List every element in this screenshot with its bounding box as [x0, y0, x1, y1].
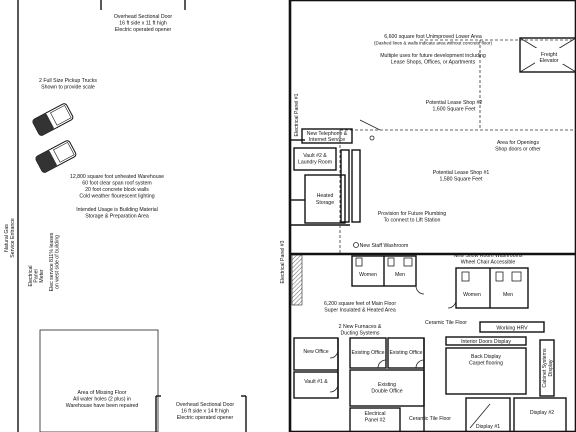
pickup-truck-1-icon: [32, 103, 74, 136]
trucks-line1: 2 Full Size Pickup Trucks: [39, 78, 97, 84]
cabinet-display-label: Display: [548, 359, 554, 376]
freight-line2: Elevator: [539, 58, 558, 64]
elec-meter-line1: Electrical: [28, 265, 34, 286]
service-line2: on west side of building: [55, 235, 61, 289]
staff-men: Men: [395, 272, 405, 278]
existing-double-line1: Existing: [378, 382, 396, 388]
freight-line1: Freight: [541, 52, 558, 58]
heated-storage-room: [304, 174, 346, 224]
door-bottom-line2: 16 ft side x 14 ft high: [181, 409, 229, 415]
building-walls: [288, 0, 576, 432]
natural-gas-line1: Natural Gas: [4, 224, 10, 252]
telephone-line2: Internet Service: [309, 137, 345, 143]
door-top-line3: Electric operated opener: [115, 27, 172, 33]
hrv-box: [479, 321, 545, 333]
main-floor-line1: 6,200 square feet of Main Floor: [324, 301, 396, 307]
display-1: Display #1: [476, 424, 500, 430]
back-display-line1: Back Display: [471, 354, 501, 360]
lease-shop-1-line1: Potential Lease Shop #1: [433, 170, 490, 176]
door-top-line2: 16 ft side x 11 ft high: [119, 21, 167, 27]
existing-office-2: Existing Office: [389, 350, 422, 356]
cabinet-systems: [539, 339, 555, 397]
interior-doors-display: Interior Doors Display: [461, 339, 511, 345]
elec-panel-2-line2: Panel #2: [365, 418, 386, 424]
staff-toilet-icon: [353, 242, 359, 248]
staff-washroom: New Staff Washroom: [360, 243, 409, 249]
elec-meter-line2: Panel: [34, 269, 40, 282]
trucks-line2: Shown to provide scale: [41, 85, 95, 91]
existing-double-line2: Double Office: [371, 389, 402, 395]
working-hrv: Working HRV: [496, 326, 528, 332]
pickup-truck-2-icon: [35, 140, 77, 173]
warehouse-line4: Cold weather flourescent lighting: [79, 194, 154, 200]
showroom-washrooms: [455, 267, 529, 309]
lease-shop-1-line2: 1,580 Square Feet: [440, 177, 484, 183]
interior-doors-strip: [445, 336, 527, 346]
door-swings: [329, 285, 457, 393]
openings-line2: Shop doors or other: [495, 147, 541, 153]
electrical-panel-2-room: [349, 407, 401, 432]
telephone-line1: New Telephone &: [307, 131, 348, 137]
floor-line2: All water holes (2 plus) in: [73, 397, 131, 403]
plumbing-line1: Provision for Future Plumbing: [378, 211, 446, 217]
staff-washrooms: [351, 255, 417, 287]
furnaces-line2: Ducting Systems: [341, 331, 380, 337]
showroom-washrooms-line2: Wheel Chair Accessible: [461, 260, 516, 266]
usage-line2: Storage & Preparation Area: [85, 214, 149, 220]
warehouse-line3: 20 foot concrete block walls: [85, 187, 149, 193]
door-bottom-line1: Overhead Sectional Door: [176, 402, 235, 408]
elec-meter-line3: Meter: [39, 269, 45, 283]
vault-2-room: [293, 147, 337, 171]
usage-line1: Intended Usage is Building Material: [76, 207, 158, 213]
multiple-line1: Multiple uses for future development inc…: [380, 53, 486, 59]
closet-b: [351, 149, 361, 223]
door-bottom-line3: Electric operated opener: [177, 415, 234, 421]
vault-2-line2: Laundry Room: [298, 160, 332, 166]
closet-a: [340, 149, 350, 223]
cabinet-systems-label: Cabinet Systems: [542, 348, 548, 388]
openings-line1: Area for Openings: [497, 140, 540, 146]
main-floor-line2: Super Insulated & Heated Area: [324, 308, 396, 314]
display-2: Display #2: [530, 410, 554, 416]
showroom-men: Men: [503, 292, 513, 298]
warehouse-line1: 12,800 square foot unheated Warehouse: [70, 174, 164, 180]
lease-shop-2-line2: 1,600 Square Feet: [433, 107, 477, 113]
floor-line1: Area of Missing Floor: [77, 390, 126, 396]
telephone-room: [301, 128, 353, 144]
hatched-wall: [291, 254, 303, 306]
new-office: New Office: [303, 349, 328, 355]
electrical-panel-1: Electrical Panel #1: [294, 93, 300, 136]
lease-shop-2-line1: Potential Lease Shop #2: [426, 100, 483, 106]
natural-gas-line2: Service Entrance: [10, 218, 16, 258]
back-display-room: [445, 347, 527, 395]
floor-line3: Warehouse have been repaired: [66, 403, 139, 409]
showroom-washrooms-line1: New Show Room Washrooms: [454, 253, 523, 259]
vault-2-line1: Vault #2 &: [303, 153, 327, 159]
heated-storage-line1: Heated: [317, 193, 334, 199]
furnaces-line1: 2 New Furnaces &: [339, 324, 382, 330]
vault-1-line1: Vault #1 &: [304, 379, 328, 385]
showroom-women: Women: [463, 292, 481, 298]
electrical-panel-3: Electrical Panel #3: [280, 240, 286, 283]
existing-office-1: Existing Office: [351, 350, 384, 356]
drain-icon: [369, 135, 375, 141]
plumbing-line2: To connect to Lift Station: [384, 218, 441, 224]
ceramic-tile-top: Ceramic Tile Floor: [425, 320, 467, 326]
lower-area-line1: 6,600 square foot Unimproved Lower Area: [384, 34, 482, 40]
multiple-line2: Lease Shops, Offices, or Apartments: [391, 60, 476, 66]
service-line1: Elec service 811% leases: [49, 232, 55, 291]
back-display-line2: Carpet flooring: [469, 361, 503, 367]
freight-elevator: [519, 37, 576, 73]
warehouse-area: [17, 0, 291, 432]
lower-area-line2: (Dashed lines & walls indicate area with…: [374, 41, 492, 46]
staff-women: Women: [359, 272, 377, 278]
elec-panel-2-line1: Electrical: [364, 411, 385, 417]
warehouse-line2: 60 foot clear span roof system: [82, 181, 152, 187]
ceramic-tile-bottom: Ceramic Tile Floor: [409, 416, 451, 422]
display-rooms: [465, 397, 567, 432]
door-top-line1: Overhead Sectional Door: [114, 14, 173, 20]
heated-storage-line2: Storage: [316, 200, 334, 206]
